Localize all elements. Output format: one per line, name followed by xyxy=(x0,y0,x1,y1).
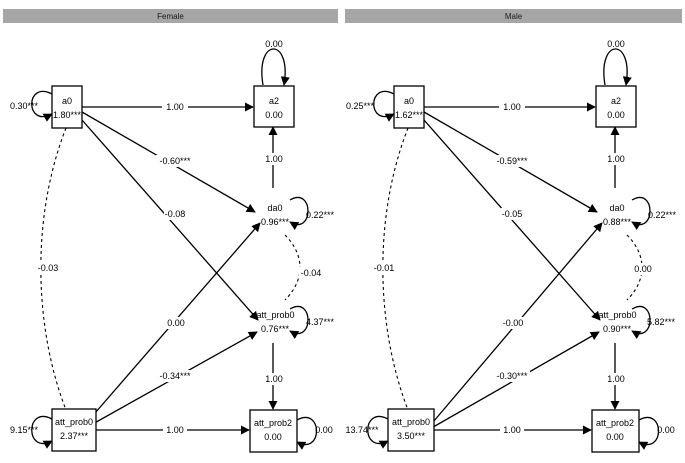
node-a0-variance: 0.25*** xyxy=(346,101,375,111)
panel-strip xyxy=(345,9,682,23)
node-att-prob2-name: att_prob2 xyxy=(596,418,634,428)
datt-variance-loop xyxy=(289,306,309,340)
node-da0: da0 0.96*** xyxy=(261,203,290,227)
label-att-datt: -0.34*** xyxy=(159,371,191,381)
node-att-prob0-value: 2.37*** xyxy=(60,431,89,441)
node-att-prob2: att_prob2 0.00 xyxy=(591,409,640,453)
a2-variance-loop xyxy=(261,48,290,86)
label-da0-a2: 1.00 xyxy=(265,154,283,164)
node-att-prob0: att_prob0 3.50*** xyxy=(387,408,435,452)
label-cov-da0-datt: 0.00 xyxy=(634,264,652,274)
node-datt-name: datt_prob0 xyxy=(251,310,294,320)
node-att-prob0: att_prob0 2.37*** xyxy=(51,408,97,452)
label-att-att2: 1.00 xyxy=(166,425,184,435)
node-a0: a0 1.80*** xyxy=(51,85,83,129)
label-cov-a0-att: -0.03 xyxy=(38,263,59,273)
panel-male: Male 1.00 1.00 -0.59*** -0.05 -0.00 -0.3… xyxy=(345,9,682,453)
att-prob0-variance-loop xyxy=(367,416,389,449)
att-prob2-variance-loop xyxy=(638,417,659,450)
a0-variance-loop xyxy=(31,90,53,122)
label-a0-datt: -0.05 xyxy=(502,209,523,219)
panel-title: Female xyxy=(157,12,184,21)
node-att-prob2-value: 0.00 xyxy=(606,432,624,442)
node-datt-variance: 4.37*** xyxy=(306,317,335,327)
node-a0-name: a0 xyxy=(62,96,72,106)
node-a0-variance: 0.30*** xyxy=(10,101,39,111)
node-a2-value: 0.00 xyxy=(607,110,625,120)
da0-variance-loop xyxy=(631,197,651,231)
node-a0-value: 1.80*** xyxy=(53,110,82,120)
node-da0-value: 0.88*** xyxy=(603,217,632,227)
label-att-datt: -0.30*** xyxy=(496,371,528,381)
node-da0-name: da0 xyxy=(609,203,624,213)
a2-variance-loop xyxy=(603,48,632,86)
att-prob2-variance-loop xyxy=(296,417,317,450)
node-datt-prob0: datt_prob0 0.90*** xyxy=(593,310,636,334)
node-att-prob2-variance: 0.00 xyxy=(315,425,333,435)
label-a0-a2: 1.00 xyxy=(166,102,184,112)
node-datt-value: 0.90*** xyxy=(603,324,632,334)
label-cov-a0-att: -0.01 xyxy=(374,263,395,273)
node-a2-variance: 0.00 xyxy=(607,39,625,49)
node-datt-value: 0.76*** xyxy=(261,324,290,334)
node-a2: a2 0.00 xyxy=(595,85,637,128)
node-datt-prob0: datt_prob0 0.76*** xyxy=(251,310,294,334)
cov-a0-att-prob0 xyxy=(382,127,409,411)
cov-da0-datt xyxy=(284,234,301,301)
node-a0: a0 1.62*** xyxy=(393,85,425,129)
panel-female: Female 1.00 1.00 -0.60*** -0.08 0.00 -0.… xyxy=(3,9,338,453)
label-cov-da0-datt: -0.04 xyxy=(301,268,322,278)
node-a0-name: a0 xyxy=(404,96,414,106)
label-datt-att2: 1.00 xyxy=(607,374,625,384)
label-att-da0: 0.00 xyxy=(167,318,185,328)
node-att-prob0-variance: 9.15*** xyxy=(10,425,39,435)
label-datt-att2: 1.00 xyxy=(265,374,283,384)
panel-strip xyxy=(3,9,338,23)
label-a0-da0: -0.59*** xyxy=(496,156,528,166)
node-a2-name: a2 xyxy=(611,96,621,106)
node-da0-value: 0.96*** xyxy=(261,217,290,227)
node-att-prob0-name: att_prob0 xyxy=(392,417,430,427)
label-a0-a2: 1.00 xyxy=(503,102,521,112)
label-a0-da0: -0.60*** xyxy=(159,156,191,166)
node-att-prob0-name: att_prob0 xyxy=(55,417,93,427)
node-da0: da0 0.88*** xyxy=(603,203,632,227)
node-a2-name: a2 xyxy=(269,96,279,106)
node-att-prob0-variance: 13.74*** xyxy=(345,425,379,435)
node-datt-name: datt_prob0 xyxy=(593,310,636,320)
label-att-da0: -0.00 xyxy=(503,318,524,328)
node-da0-variance: 0.22*** xyxy=(648,210,677,220)
node-att-prob0-value: 3.50*** xyxy=(397,431,426,441)
node-da0-variance: 0.22*** xyxy=(306,210,335,220)
node-att-prob2-name: att_prob2 xyxy=(254,418,292,428)
node-datt-variance: 5.82*** xyxy=(647,317,676,327)
da0-variance-loop xyxy=(289,197,309,231)
node-att-prob2-value: 0.00 xyxy=(264,432,282,442)
att-prob0-variance-loop xyxy=(31,416,53,449)
node-da0-name: da0 xyxy=(267,203,282,213)
node-att-prob2-variance: 0.00 xyxy=(657,425,675,435)
label-att-att2: 1.00 xyxy=(503,425,521,435)
cov-a0-att-prob0 xyxy=(40,127,67,411)
label-da0-a2: 1.00 xyxy=(607,154,625,164)
panel-title: Male xyxy=(505,12,523,21)
a0-variance-loop xyxy=(373,90,395,122)
node-a2: a2 0.00 xyxy=(253,85,295,128)
node-a2-variance: 0.00 xyxy=(265,39,283,49)
datt-variance-loop xyxy=(631,306,651,340)
label-a0-datt: -0.08 xyxy=(165,209,186,219)
node-att-prob2: att_prob2 0.00 xyxy=(249,409,298,453)
node-a0-value: 1.62*** xyxy=(395,110,424,120)
node-a2-value: 0.00 xyxy=(265,110,283,120)
